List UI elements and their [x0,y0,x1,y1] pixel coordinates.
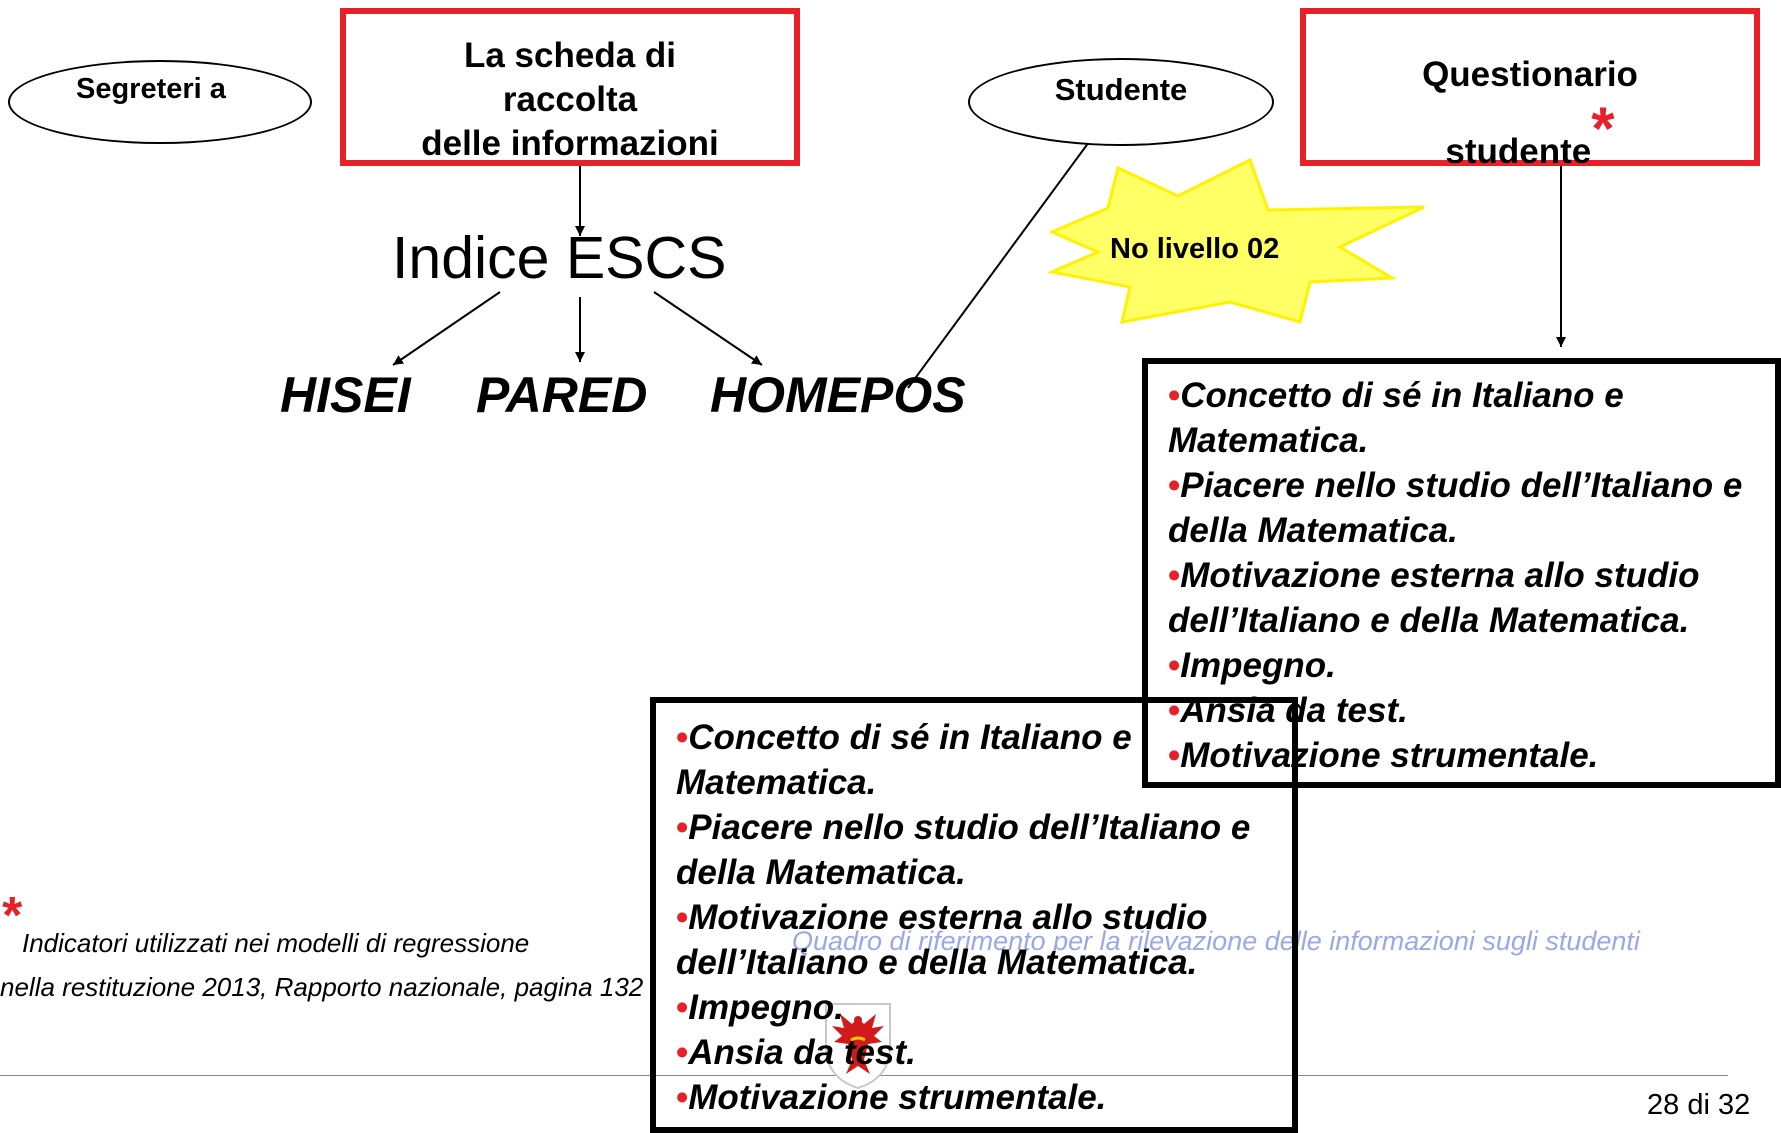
upper-list-item-text: Motivazione esterna allo studio dell’Ita… [1168,556,1700,640]
asterisk-mark: * [1591,95,1615,162]
lower-list-item-text: Motivazione strumentale. [688,1078,1107,1117]
page-number: 28 di 32 [1647,1089,1751,1121]
lower-list-item: •Motivazione esterna allo studio dell’It… [676,895,1276,985]
footnote-line-1: Indicatori utilizzati nei modelli di reg… [22,928,530,958]
eagle-icon [825,1003,891,1090]
scheda-box: La scheda di raccolta delle informazioni [340,8,800,166]
segreteria-ellipse [8,60,312,144]
lower-list-item-text: Concetto di sé in Italiano e Matematica. [676,718,1132,802]
indice-escs-title: Indice ESCS [392,225,727,291]
lower-list-item-text: Piacere nello studio dell’Italiano e del… [676,808,1251,892]
upper-indicator-list: •Concetto di sé in Italiano e Matematica… [1168,373,1768,778]
upper-list-item: •Ansia da test. [1168,688,1768,733]
starburst-shape [1046,157,1425,324]
lower-list-item: •Ansia da test. [676,1030,1276,1075]
no-livello-label: No livello 02 [1110,233,1280,265]
studente-ellipse [968,58,1274,146]
coat-of-arms-logo [818,1000,898,1090]
lower-list-item-text: Impegno. [688,988,844,1027]
lower-list-box [650,697,1298,1133]
lower-list-item-text: Motivazione esterna allo studio dell’Ita… [676,898,1208,982]
upper-list-item: •Motivazione strumentale. [1168,733,1768,778]
upper-list-item: •Piacere nello studio dell’Italiano e de… [1168,463,1768,553]
bullet-dot: • [1168,466,1181,505]
bullet-dot: • [676,1078,689,1117]
upper-list-item-text: Concetto di sé in Italiano e Matematica. [1168,376,1624,460]
bullet-dot: • [1168,646,1181,685]
bullet-dot: • [676,988,689,1027]
upper-list-item: •Motivazione esterna allo studio dell’It… [1168,553,1768,643]
upper-list-item-text: Piacere nello studio dell’Italiano e del… [1168,466,1743,550]
footnote-line-2: nella restituzione 2013, Rapporto nazion… [0,972,644,1002]
bullet-dot: • [1168,736,1181,775]
upper-list-item: •Impegno. [1168,643,1768,688]
watermark-text: Quadro di riferimento per la rilevazione… [792,926,1640,956]
questionario-line-2: studente* [1306,95,1754,189]
scheda-line-1: La scheda di [463,36,677,75]
arrow-indice-to-homepos [653,291,763,366]
upper-list-item-text: Ansia da test. [1180,691,1408,730]
homepos-label: HOMEPOS [710,367,966,423]
bullet-dot: • [676,808,689,847]
bullet-dot: • [676,1033,689,1072]
lower-list-item: •Motivazione strumentale. [676,1075,1276,1120]
lower-list-item: •Impegno. [676,985,1276,1030]
pared-label: PARED [476,367,648,423]
questionario-box: Questionario studente* [1300,8,1760,171]
bullet-dot: • [676,718,689,757]
bullet-dot: • [1168,556,1181,595]
arrow-indice-to-hisei [392,291,501,366]
footnote-asterisk: * [0,887,21,945]
questionario-line-1: Questionario [1422,55,1638,94]
bullet-dot: • [676,898,689,937]
studente-label: Studente [1054,72,1188,107]
upper-list-box [1142,358,1781,788]
lower-list-item: •Concetto di sé in Italiano e Matematica… [676,715,1276,805]
lower-indicator-list: •Concetto di sé in Italiano e Matematica… [676,715,1276,1120]
scheda-line-3: delle informazioni [421,124,719,163]
segreteria-label: Segreteri a [76,73,226,105]
hisei-label: HISEI [280,367,411,423]
upper-list-item-text: Impegno. [1180,646,1336,685]
bullet-dot: • [1168,376,1181,415]
questionario-line-2-text: studente [1445,132,1592,171]
bullet-dot: • [1168,691,1181,730]
lower-list-item-text: Ansia da test. [688,1033,916,1072]
upper-list-item: •Concetto di sé in Italiano e Matematica… [1168,373,1768,463]
arrow-homepos-to-studente [907,122,1104,389]
upper-list-item-text: Motivazione strumentale. [1180,736,1599,775]
scheda-line-2: raccolta [502,80,638,119]
lower-list-item: •Piacere nello studio dell’Italiano e de… [676,805,1276,895]
